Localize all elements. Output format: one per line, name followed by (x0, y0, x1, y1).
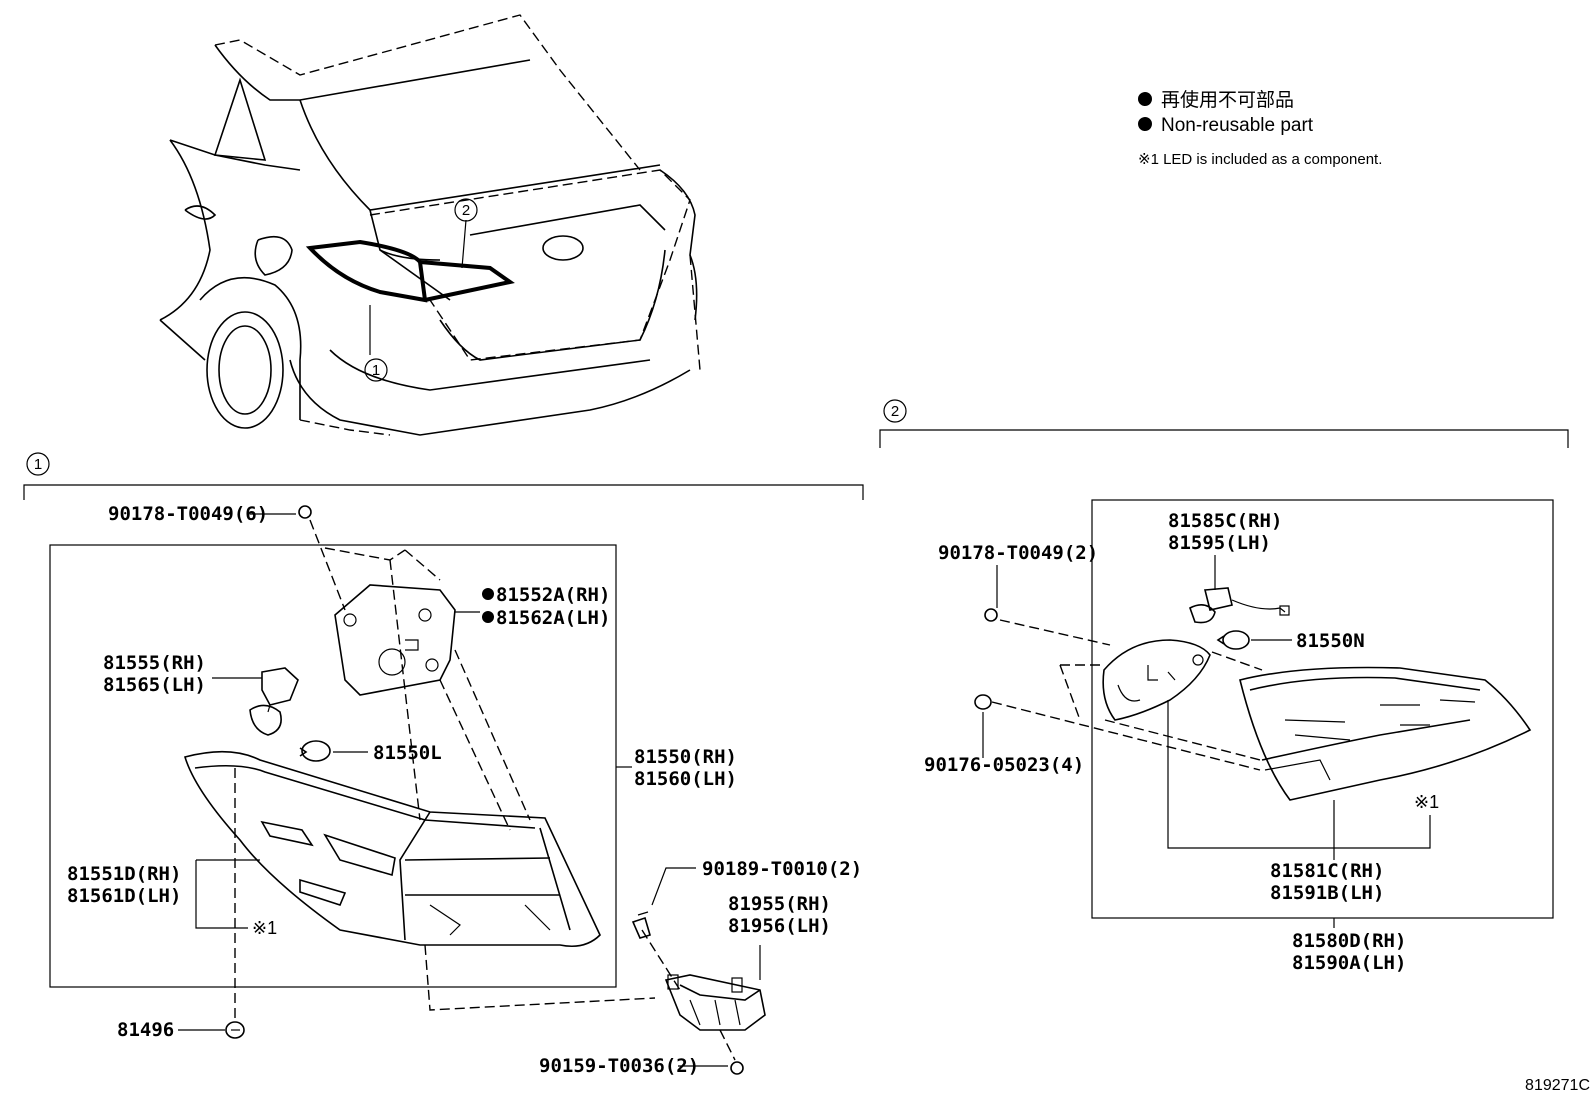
part-81595-LH: 81595(LH) (1168, 532, 1271, 554)
part-81585C-RH: 81585C(RH) (1168, 510, 1282, 532)
section-2-marker: 2 (891, 403, 899, 420)
part-90189-T0010-2: 90189-T0010(2) (702, 858, 862, 880)
part-81560-LH: 81560(LH) (634, 768, 737, 790)
legend: 再使用不可部品 Non-reusable part ※1 LED is incl… (1138, 89, 1382, 168)
car-illustration: 1 2 (159, 14, 701, 436)
part-81565-LH: 81565(LH) (103, 674, 206, 696)
part-81580D-RH: 81580D(RH) (1292, 930, 1406, 952)
part-81590A-LH: 81590A(LH) (1292, 952, 1406, 974)
part-81955-RH: 81955(RH) (728, 893, 831, 915)
part-81561D-LH: 81561D(LH) (67, 885, 181, 907)
legend-en-label: Non-reusable part (1161, 115, 1314, 136)
part-81551D-RH: 81551D(RH) (67, 863, 181, 885)
diagram-code: 819271C (1525, 1077, 1590, 1094)
part-81496: 81496 (117, 1019, 174, 1041)
note-mark-2: ※1 (1414, 792, 1439, 812)
callout-2-car: 2 (462, 202, 470, 219)
part-81550L: 81550L (373, 742, 442, 764)
part-81581C-RH: 81581C(RH) (1270, 860, 1384, 882)
legend-note: ※1 LED is included as a component. (1138, 151, 1382, 168)
part-81550-RH: 81550(RH) (634, 746, 737, 768)
part-81562A-LH: 81562A(LH) (496, 607, 610, 629)
part-81550N: 81550N (1296, 630, 1365, 652)
section-2: 2 81585C(RH) 81595(LH) 90178-T0049(2) 81… (879, 399, 1569, 974)
part-81555-RH: 81555(RH) (103, 652, 206, 674)
part-90176-05023-4: 90176-05023(4) (924, 754, 1084, 776)
part-90178-T0049-2: 90178-T0049(2) (938, 542, 1098, 564)
section-1-marker: 1 (34, 456, 42, 473)
part-90159-T0036-2: 90159-T0036(2) (539, 1055, 699, 1077)
part-81552A-RH: 81552A(RH) (496, 584, 610, 606)
part-90178-T0049-6: 90178-T0049(6) (108, 503, 268, 525)
note-mark-1: ※1 (252, 918, 277, 938)
callout-1-car: 1 (372, 362, 380, 379)
part-81591B-LH: 81591B(LH) (1270, 882, 1384, 904)
section-1: 1 90178-T0049(6) 81552A(RH) 81562A(LH) 8… (23, 452, 864, 1077)
legend-jp-label: 再使用不可部品 (1161, 89, 1294, 111)
part-81956-LH: 81956(LH) (728, 915, 831, 937)
